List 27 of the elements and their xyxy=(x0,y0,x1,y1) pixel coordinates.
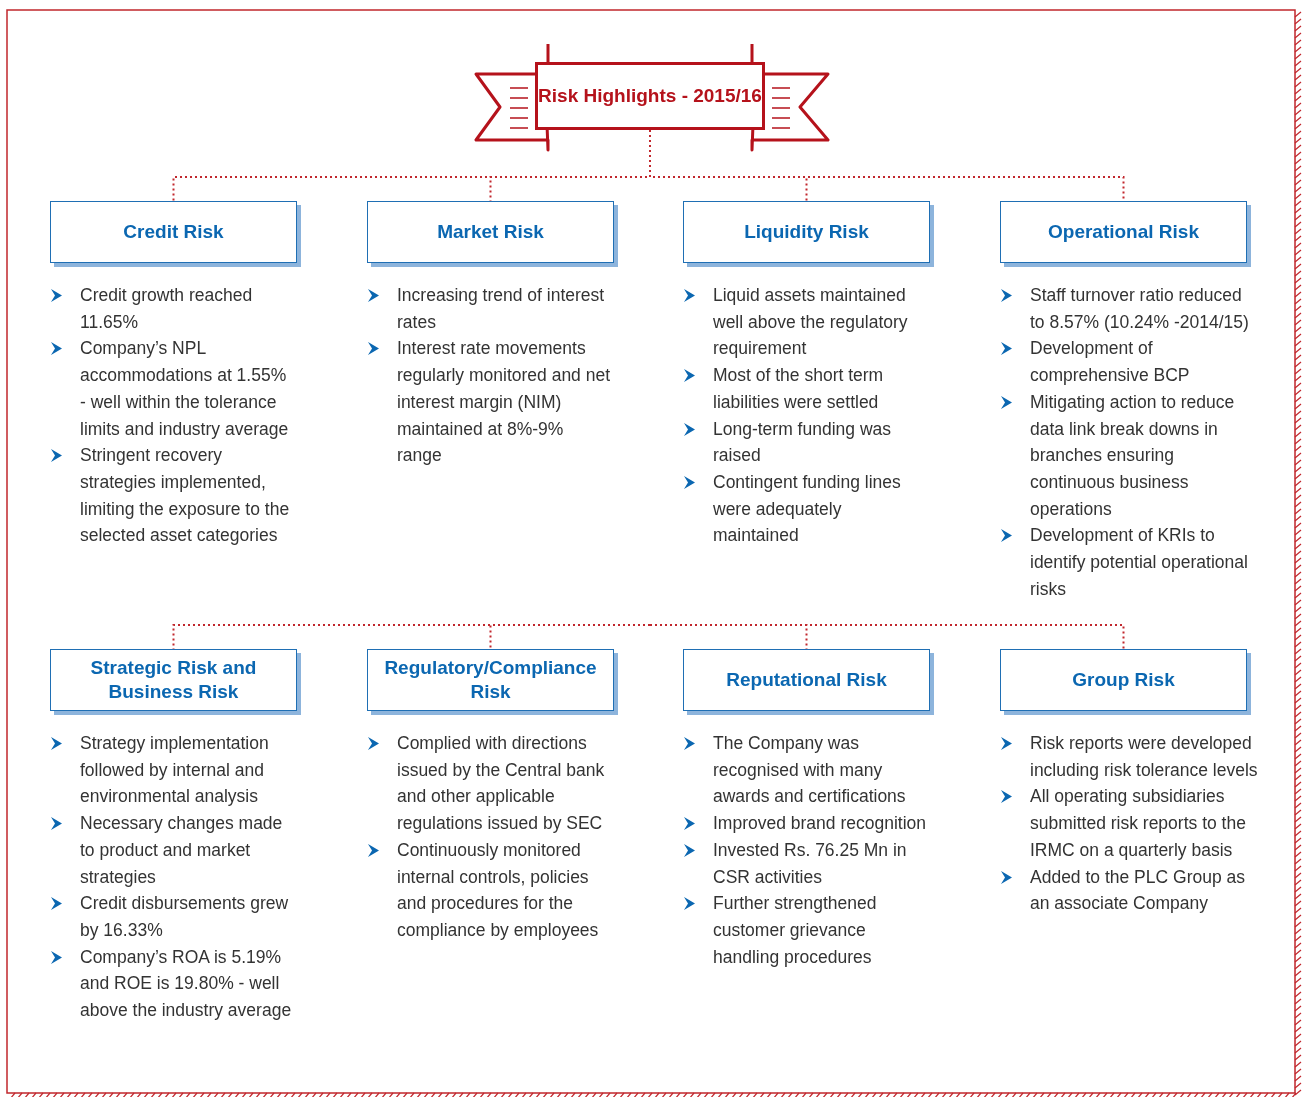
bullet-text: Improved brand recognition xyxy=(713,813,927,834)
bullet-text: Long-term funding was raised xyxy=(713,418,892,466)
bullet-text: Staff turnover ratio reduced to 8.57% (10.24% -2014/15) xyxy=(1030,285,1249,332)
bullet-text: Necessary changes made to product and market strategies xyxy=(80,813,283,887)
connector-line xyxy=(489,624,651,650)
bullet-text: Further strengthened customer grievance handling procedures xyxy=(713,893,877,967)
bullet-text: Increasing trend of interest rates xyxy=(397,285,605,332)
bullet-text: Credit disbursements grew by 16.33% xyxy=(80,893,289,940)
bullet-text: The Company was recognised with many awards and certifications xyxy=(713,733,906,807)
bullet-text: Continuously monitored internal controls, policies and procedures for the compliance by employees xyxy=(397,839,599,940)
bullet-text: Development of KRIs to identify potential operational risks xyxy=(1030,525,1248,599)
bullet-text: Stringent recovery strategies implemented, limiting the exposure to the selected asset categories xyxy=(80,445,290,546)
bullet-text: Liquid assets maintained well above the regulatory requirement xyxy=(713,285,908,359)
bullet-text: Contingent funding lines were adequately maintained xyxy=(713,471,901,546)
bullet-text: All operating subsidiaries submitted risk reports to the IRMC on a quarterly basis xyxy=(1030,786,1246,860)
bullet-text: Strategy implementation followed by internal and environmental analysis xyxy=(80,733,269,807)
bullet-text: Company’s ROA is 5.19% and ROE is 19.80% - well above the industry average xyxy=(80,946,292,1021)
bullet-text: Most of the short term liabilities were settled xyxy=(713,365,884,412)
bullet-text: Invested Rs. 76.25 Mn in CSR activities xyxy=(713,839,907,887)
bullet-text: Complied with directions issued by the Central bank and other applicable regulations issued by SEC xyxy=(397,733,605,834)
bullet-text: Added to the PLC Group as an associate Company xyxy=(1030,866,1245,914)
bullet-text: Development of comprehensive BCP xyxy=(1030,338,1190,386)
bullet-text: Mitigating action to reduce data link break downs in branches ensuring continuous business operations xyxy=(1030,391,1235,519)
bullet-text: Interest rate movements regularly monitored and net interest margin (NIM) maintained at 8%-9% range xyxy=(397,338,611,466)
bullet-text: Company’s NPL accommodations at 1.55% - well within the tolerance limits and industry average xyxy=(80,338,289,439)
bullet-text: Credit growth reached 11.65% xyxy=(80,285,253,332)
bullet-text: Risk reports were developed including risk tolerance levels xyxy=(1030,733,1258,780)
